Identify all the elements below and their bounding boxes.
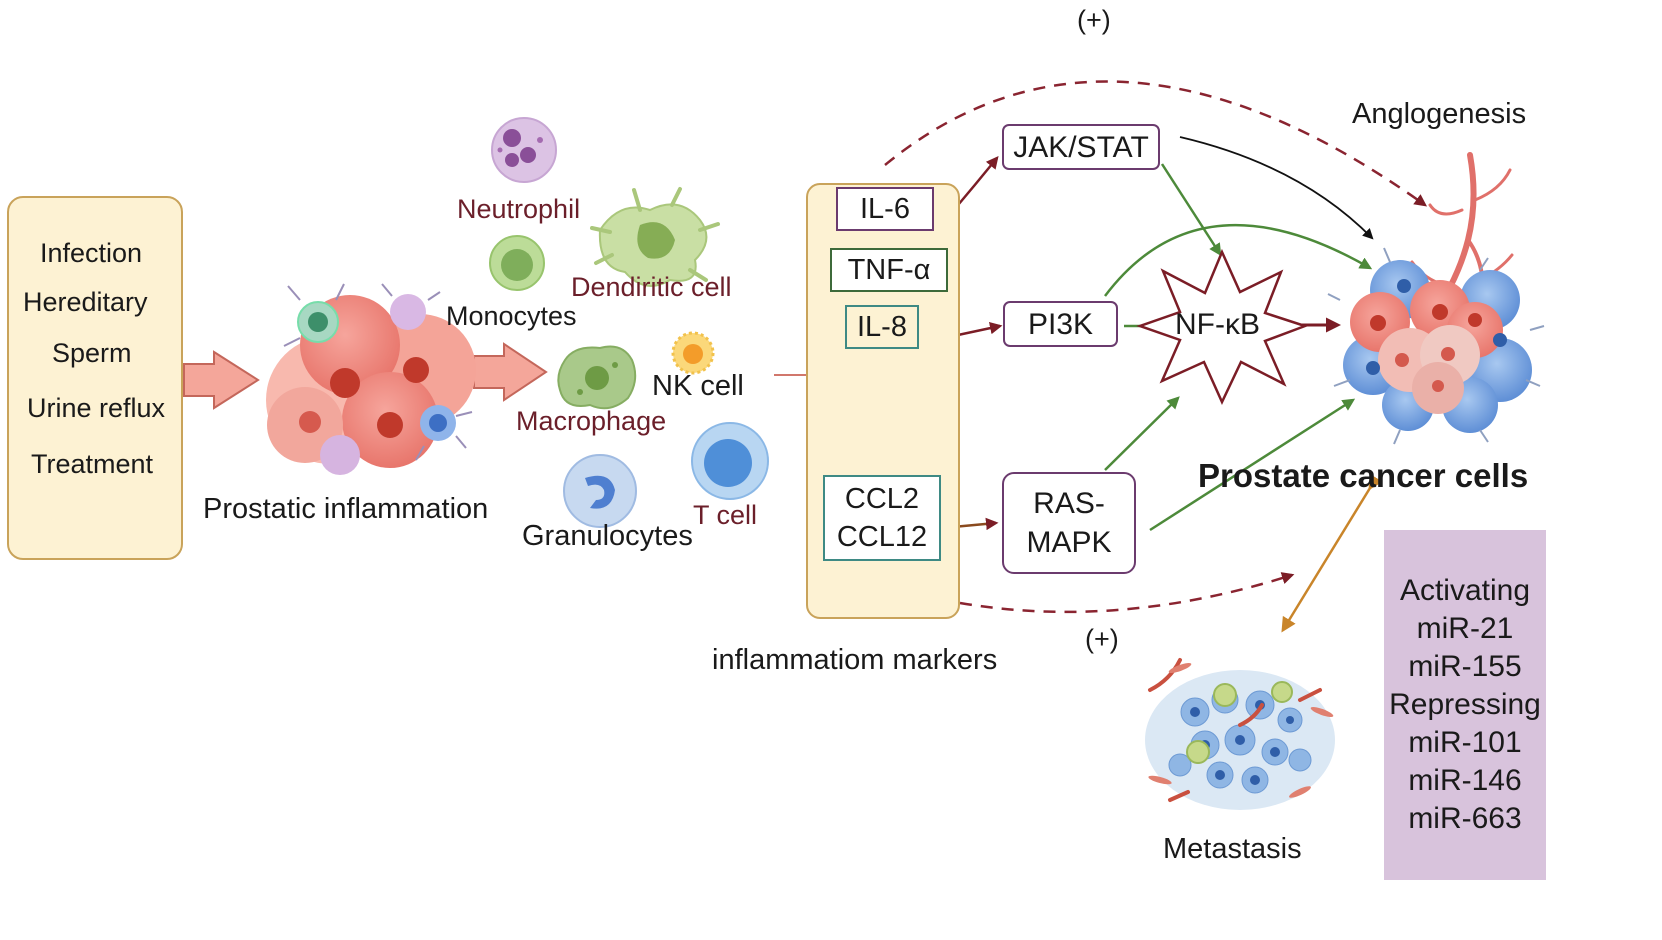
inflammation-markers-caption: inflammatiom markers: [712, 644, 998, 676]
dashed-arrow-top: [884, 80, 1428, 207]
t-cell-illustration: [691, 422, 769, 500]
angiogenesis-label: Anglogenesis: [1352, 98, 1527, 130]
arrow-causes-to-inflammation: [183, 350, 260, 410]
prostatic-inflammation-label: Prostatic inflammation: [203, 493, 489, 525]
t-cell-label: T cell: [693, 500, 758, 530]
mirna-item: miR-101: [1408, 726, 1522, 759]
arrow-cancer-metastasis: [1281, 473, 1383, 633]
mirna-item: miR-155: [1408, 650, 1522, 683]
macrophage-label: Macrophage: [516, 406, 667, 436]
monocyte-illustration: [489, 235, 545, 291]
neutrophil-illustration: [491, 117, 557, 183]
dashed-arrow-bottom: [959, 572, 1295, 614]
prostate-cancer-cells-illustration: [1327, 247, 1545, 445]
causes-panel: [7, 196, 183, 560]
nfkb-star: [1136, 248, 1309, 405]
plus-bottom: (+): [1085, 624, 1119, 654]
dendritic-cell-illustration: [590, 187, 720, 287]
dendritic-cell-label: Dendiritic cell: [571, 272, 732, 302]
cause-sperm: Sperm: [52, 338, 132, 368]
marker-ccl12: CCL12: [836, 521, 928, 553]
neutrophil-label: Neutrophil: [457, 194, 581, 224]
pathway-mapk-label: MAPK: [1026, 526, 1112, 559]
pathway-ras-mapk: RAS- MAPK: [1002, 472, 1136, 574]
mirna-item: miR-21: [1416, 612, 1514, 645]
cause-infection: Infection: [40, 238, 143, 268]
marker-ccl-box: CCL2 CCL12: [823, 475, 941, 561]
mirna-item: miR-663: [1408, 802, 1522, 835]
macrophage-illustration: [557, 345, 637, 410]
marker-il8: IL-8: [845, 305, 919, 349]
pathway-pi3k: PI3K: [1003, 301, 1118, 347]
arrow-jak-to-nfkb: [1160, 163, 1222, 257]
arrow-ras-to-cancer: [1149, 398, 1356, 532]
marker-tnf-alpha: TNF-α: [830, 248, 948, 292]
marker-ccl2: CCL2: [844, 482, 920, 515]
mirna-repressing-heading: Repressing: [1389, 688, 1541, 721]
pathway-ras-label: RAS-: [1033, 487, 1105, 520]
arrow-inflammation-to-cells: [473, 342, 548, 402]
granulocyte-illustration: [563, 454, 637, 528]
cause-urine-reflux: Urine reflux: [27, 393, 166, 423]
arrow-pi3k-to-cancer: [1104, 223, 1373, 297]
nk-cell-illustration: [671, 331, 715, 375]
arrow-jak-to-cancer: [1179, 136, 1374, 240]
prostate-cancer-cells-label: Prostate cancer cells: [1198, 457, 1529, 494]
mirna-item: miR-146: [1408, 764, 1522, 797]
metastasis-label: Metastasis: [1163, 833, 1302, 865]
arrow-ras-to-nfkb: [1104, 396, 1180, 471]
cause-treatment: Treatment: [31, 449, 154, 479]
nfkb-label: NF-κB: [1175, 308, 1260, 341]
pathway-jak-stat: JAK/STAT: [1002, 124, 1160, 170]
nk-cell-label: NK cell: [652, 370, 744, 402]
metastasis-illustration: [1145, 658, 1335, 810]
marker-il6: IL-6: [836, 187, 934, 231]
monocytes-label: Monocytes: [446, 301, 577, 331]
prostatic-inflammation-illustration: [266, 283, 476, 475]
plus-top: (+): [1077, 5, 1111, 35]
cause-hereditary: Hereditary: [23, 287, 148, 317]
mirna-panel: Activating miR-21 miR-155 Repressing miR…: [1384, 530, 1546, 880]
mirna-activating-heading: Activating: [1399, 574, 1531, 607]
granulocytes-label: Granulocytes: [522, 520, 693, 552]
